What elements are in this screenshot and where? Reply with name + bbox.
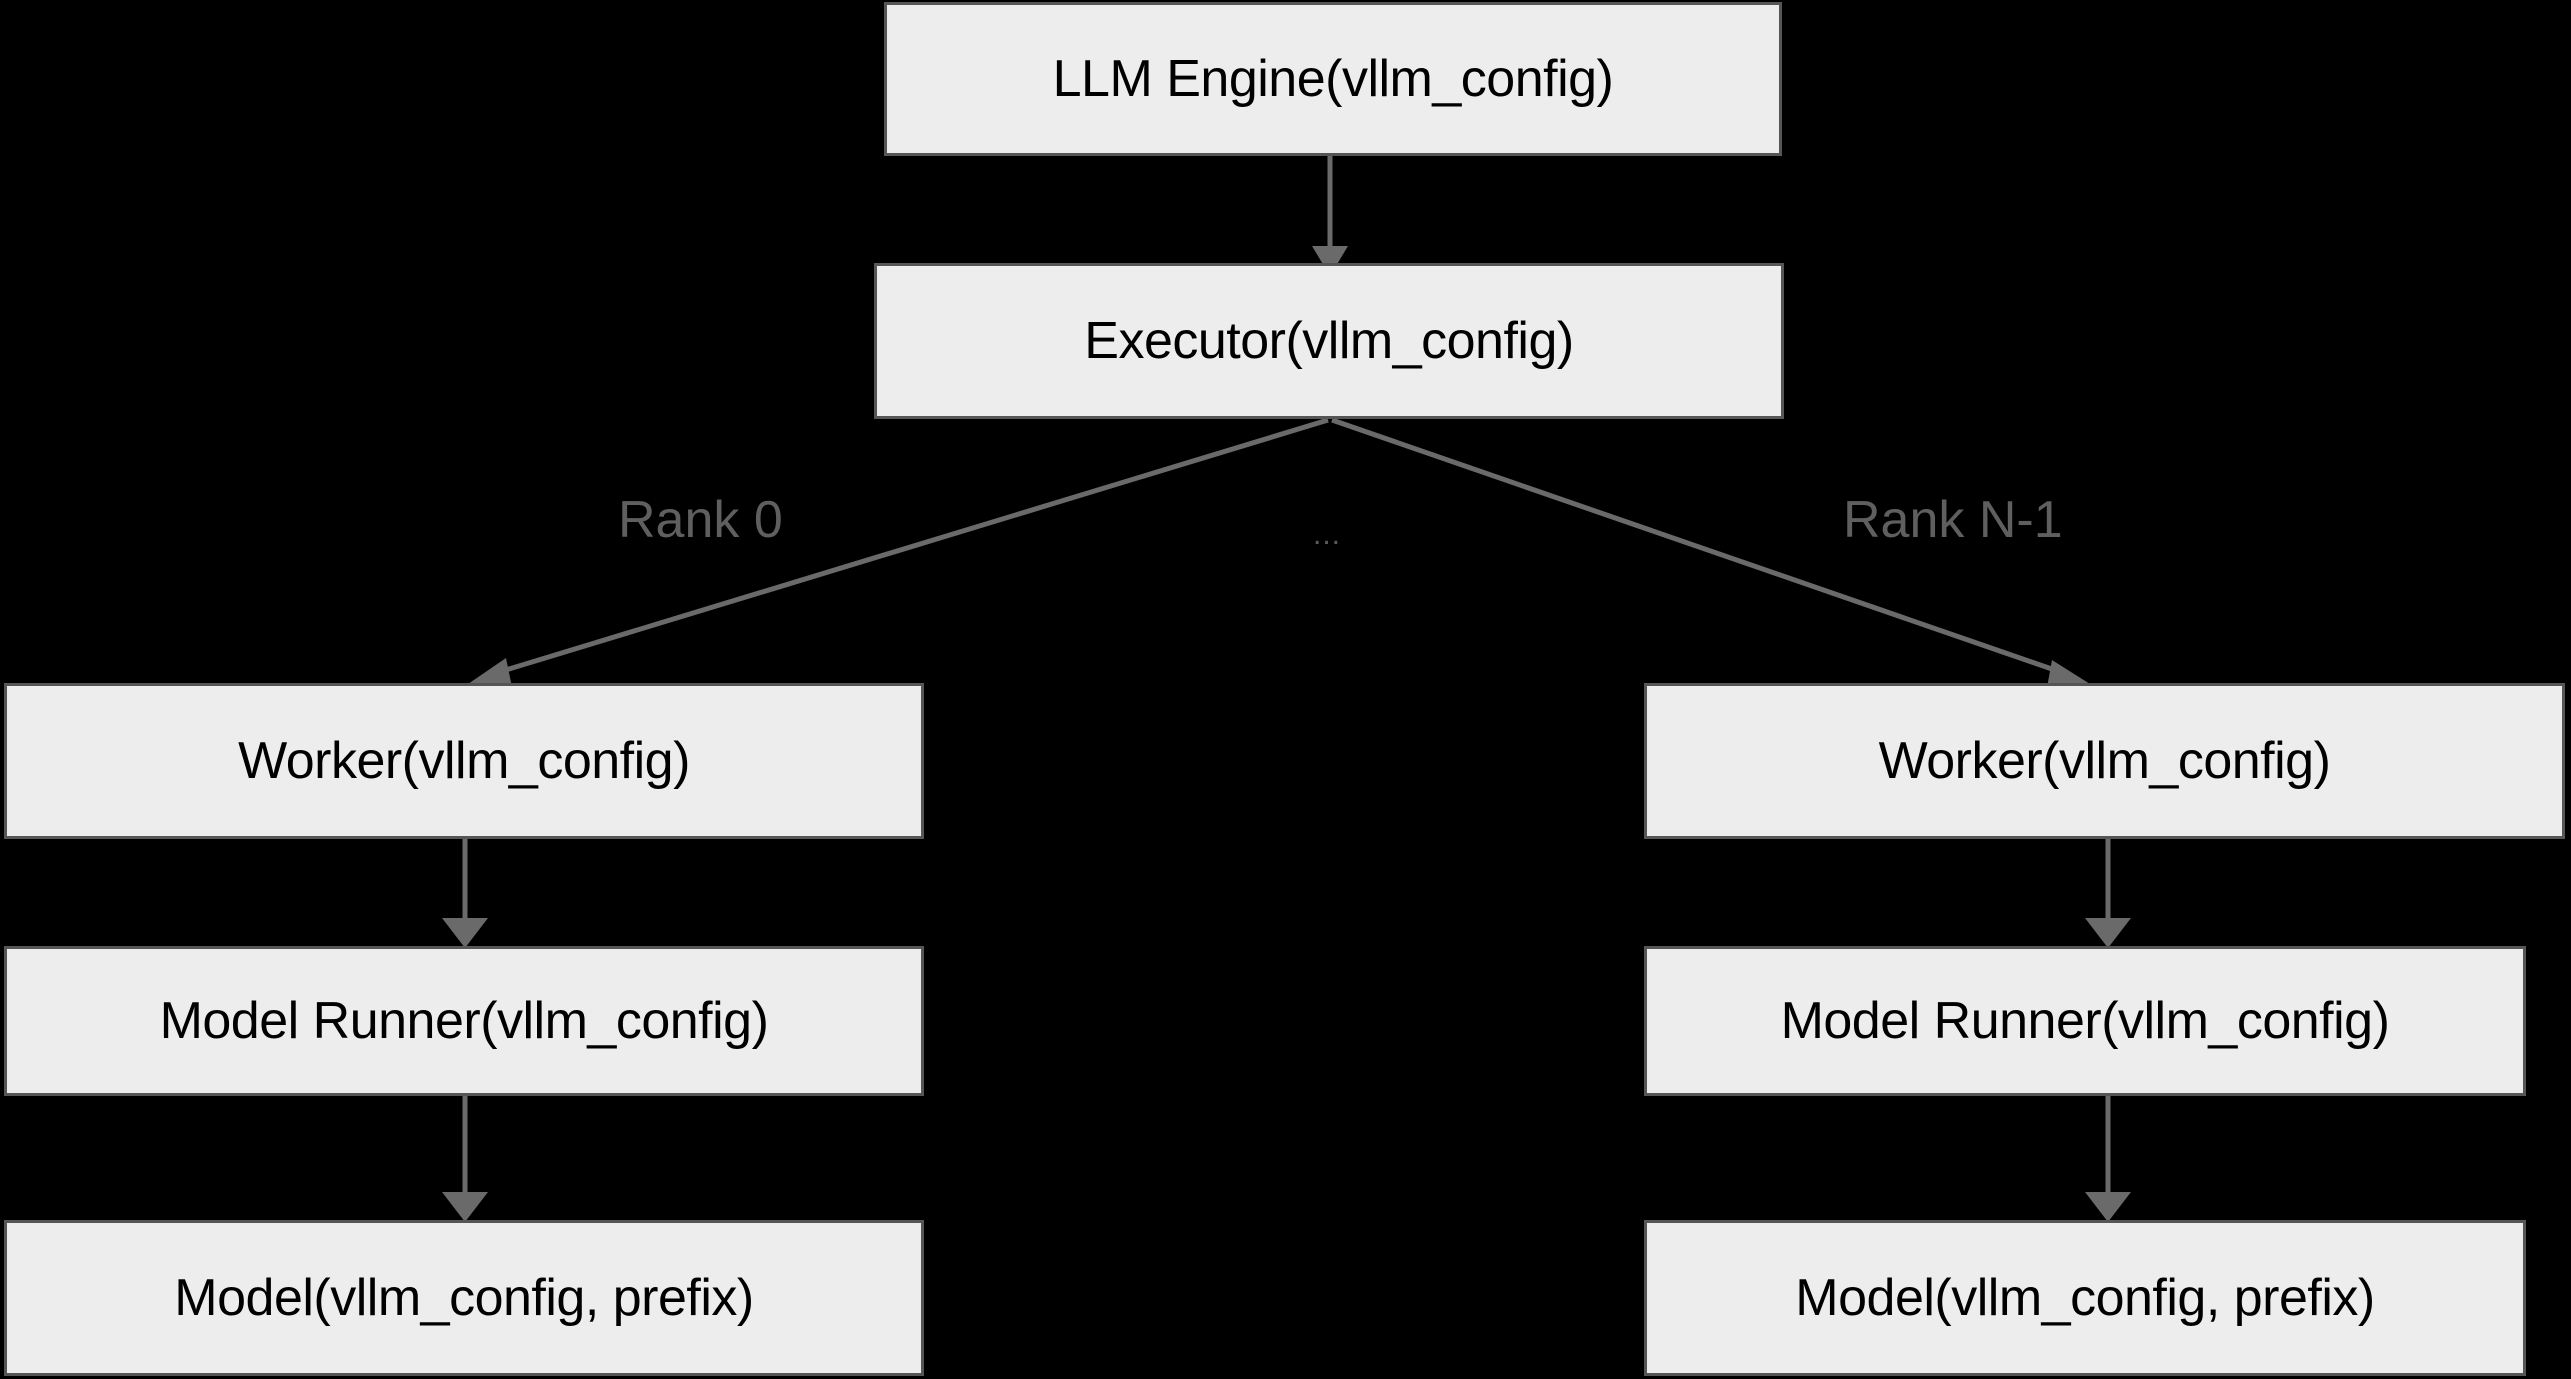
edge-engine-to-executor <box>1312 156 1348 276</box>
edge-executor-to-worker-left <box>468 417 1329 692</box>
edge-model-runner-left-to-model-left <box>442 1095 488 1222</box>
edge-label-rank-ellipsis: ... <box>1313 518 1342 551</box>
node-model-runner-rank-0[interactable]: Model Runner(vllm_config) <box>4 946 924 1096</box>
node-worker-rank-n-1[interactable]: Worker(vllm_config) <box>1644 683 2565 839</box>
edge-worker-left-to-model-runner-left <box>442 839 488 948</box>
edge-label-rank-n-1: Rank N-1 <box>1843 491 2063 549</box>
node-worker-rank-0[interactable]: Worker(vllm_config) <box>4 683 924 839</box>
node-model-rank-n-1[interactable]: Model(vllm_config, prefix) <box>1644 1220 2526 1376</box>
node-model-rank-0[interactable]: Model(vllm_config, prefix) <box>4 1220 924 1376</box>
node-executor[interactable]: Executor(vllm_config) <box>874 263 1784 419</box>
edge-executor-to-worker-right <box>1331 417 2090 693</box>
edge-model-runner-right-to-model-right <box>2085 1095 2131 1222</box>
node-model-runner-rank-n-1[interactable]: Model Runner(vllm_config) <box>1644 946 2526 1096</box>
edge-worker-right-to-model-runner-right <box>2085 839 2131 948</box>
edge-label-rank-0: Rank 0 <box>618 491 783 549</box>
node-llm-engine[interactable]: LLM Engine(vllm_config) <box>884 2 1782 156</box>
